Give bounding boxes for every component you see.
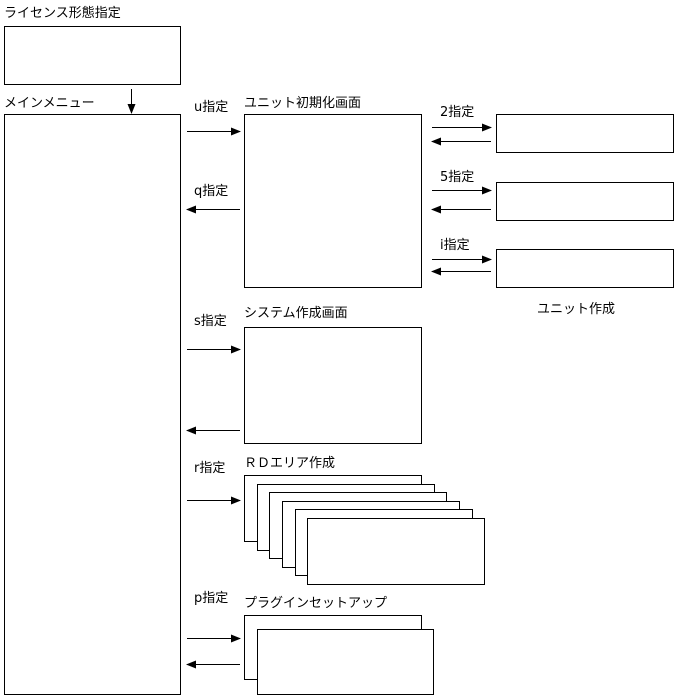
cmd-i-label: i指定 [440, 238, 470, 253]
main-menu-title: メインメニュー [4, 96, 95, 111]
rd-area-title: ＲＤエリア作成 [244, 456, 335, 471]
system-create-box [244, 327, 422, 444]
system-create-title: システム作成画面 [244, 306, 348, 321]
unit-create-box-3 [496, 249, 674, 288]
license-box [4, 26, 181, 85]
cmd-5-label: 5指定 [440, 170, 474, 185]
rd-area-window-6 [307, 518, 485, 585]
cmd-2-label: 2指定 [440, 105, 474, 120]
cmd-q-label: q指定 [194, 184, 228, 199]
plugin-setup-window-2 [257, 629, 434, 695]
plugin-setup-title: プラグインセットアップ [244, 596, 387, 611]
cmd-r-label: r指定 [194, 461, 225, 476]
unit-init-title: ユニット初期化画面 [244, 96, 361, 111]
cmd-s-label: s指定 [194, 314, 227, 329]
cmd-p-label: p指定 [194, 591, 228, 606]
unit-create-box-2 [496, 182, 674, 221]
license-title: ライセンス形態指定 [4, 5, 121, 21]
unit-create-box-1 [496, 114, 674, 153]
unit-init-box [244, 114, 422, 288]
main-menu-box [4, 114, 181, 695]
cmd-u-label: u指定 [194, 100, 228, 115]
unit-create-caption: ユニット作成 [537, 302, 615, 317]
